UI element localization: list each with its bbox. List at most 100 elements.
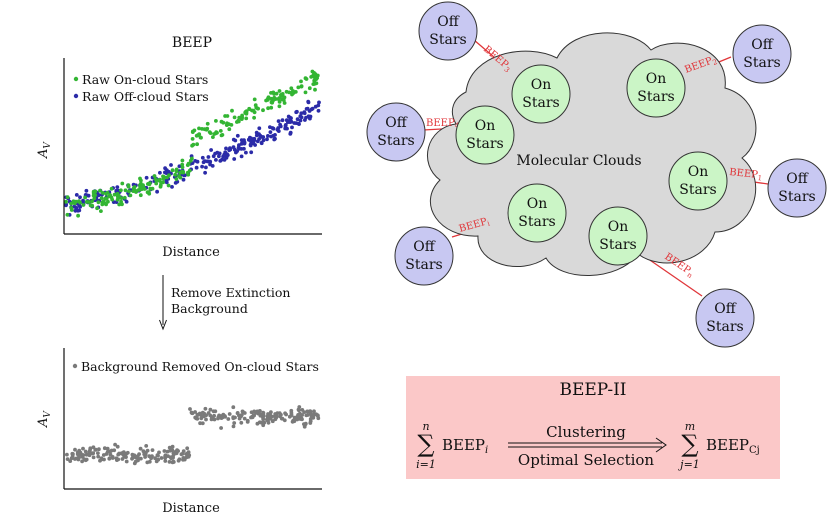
background-removed-star-point: [208, 407, 213, 412]
on-stars-node: On Stars: [511, 64, 571, 124]
on-cloud-star-point: [244, 116, 249, 121]
background-removed-star-point: [312, 409, 316, 414]
off-cloud-star-point: [242, 146, 246, 151]
on-cloud-star-point: [214, 119, 218, 123]
background-removed-star-point: [156, 453, 160, 458]
background-removed-star-point: [199, 416, 204, 421]
background-removed-star-point: [226, 417, 231, 421]
background-removed-star-point: [180, 451, 185, 456]
legend-bg-marker: [72, 363, 78, 369]
on-cloud-star-point: [170, 168, 175, 173]
on-cloud-star-point: [240, 113, 245, 118]
off-cloud-star-point: [155, 189, 160, 194]
on-cloud-star-point: [252, 97, 257, 102]
top-chart-points: [64, 69, 321, 218]
background-removed-star-point: [314, 412, 319, 417]
background-removed-star-point: [308, 419, 313, 423]
off-cloud-star-point: [257, 126, 262, 131]
background-removed-star-point: [97, 447, 101, 452]
background-removed-star-point: [241, 409, 245, 414]
off-cloud-star-point: [280, 118, 285, 123]
off-cloud-star-point: [177, 164, 182, 169]
process-arrow-label-1: Remove Extinction: [171, 285, 290, 300]
on-cloud-star-point: [81, 203, 86, 207]
on-cloud-star-point: [277, 104, 282, 109]
on-stars-circle: [668, 151, 728, 211]
background-removed-star-point: [168, 448, 173, 453]
off-cloud-star-point: [244, 150, 248, 155]
background-removed-star-point: [88, 446, 93, 451]
bottom-chart: Background Removed On-cloud Stars Distan…: [36, 348, 322, 516]
on-cloud-star-point: [199, 135, 203, 140]
off-cloud-star-point: [115, 185, 120, 190]
background-removed-star-point: [200, 421, 205, 426]
on-cloud-star-point: [174, 167, 179, 172]
on-cloud-star-point: [251, 108, 256, 113]
off-cloud-star-point: [77, 203, 82, 208]
on-cloud-star-point: [148, 186, 153, 191]
on-cloud-star-point: [303, 90, 308, 95]
link-label-beep-2-sub: 2: [712, 58, 719, 67]
on-stars-label-line2: Stars: [466, 136, 503, 152]
double-arrow-head: [655, 437, 667, 453]
on-cloud-star-point: [69, 201, 73, 206]
off-cloud-star-point: [73, 208, 78, 213]
background-removed-star-point: [270, 414, 274, 419]
beep2-box: BEEP-II n ∑ i=1 BEEPi Clustering Optimal…: [406, 376, 780, 479]
background-removed-star-point: [259, 420, 264, 425]
off-cloud-star-point: [297, 122, 301, 126]
background-removed-star-point: [227, 412, 232, 416]
off-cloud-star-point: [242, 138, 246, 143]
off-stars-label-line1: Off: [437, 14, 459, 30]
off-cloud-star-point: [316, 108, 321, 113]
off-stars-circle: [394, 226, 454, 286]
on-cloud-star-point: [313, 87, 317, 92]
on-cloud-star-point: [161, 180, 166, 185]
background-removed-star-point: [270, 419, 275, 423]
background-removed-star-point: [204, 417, 208, 422]
on-cloud-star-point: [119, 199, 123, 204]
background-removed-star-point: [120, 457, 125, 461]
off-cloud-star-point: [272, 137, 277, 142]
background-removed-star-point: [283, 411, 287, 416]
background-removed-star-point: [171, 459, 176, 464]
off-cloud-star-point: [181, 177, 186, 182]
on-stars-label-line1: On: [608, 219, 629, 235]
on-cloud-star-point: [307, 86, 312, 91]
on-cloud-star-point: [104, 191, 108, 196]
background-removed-star-point: [91, 451, 96, 456]
background-removed-star-point: [80, 459, 84, 464]
background-removed-star-point: [170, 444, 175, 449]
on-stars-circle: [455, 105, 515, 165]
on-cloud-star-point: [219, 133, 224, 138]
background-removed-star-point: [231, 405, 236, 410]
off-cloud-star-point: [195, 159, 200, 164]
on-cloud-star-point: [280, 92, 285, 96]
top-chart-ylabel: AV: [36, 141, 53, 159]
background-removed-star-point: [188, 407, 192, 411]
on-cloud-star-point: [266, 106, 270, 111]
on-cloud-star-point: [167, 173, 171, 178]
off-cloud-star-point: [163, 170, 167, 175]
off-cloud-star-point: [231, 137, 236, 142]
off-cloud-star-point: [248, 142, 253, 147]
on-cloud-star-point: [76, 213, 80, 218]
background-removed-star-point: [145, 448, 150, 453]
on-cloud-star-point: [146, 190, 151, 195]
bottom-ylabel-main: A: [36, 418, 51, 428]
on-cloud-star-point: [115, 197, 120, 202]
background-removed-star-point: [305, 413, 310, 417]
off-cloud-star-point: [124, 199, 129, 204]
on-stars-label-line2: Stars: [637, 89, 674, 105]
off-cloud-star-point: [252, 138, 257, 143]
on-cloud-star-point: [147, 182, 152, 187]
background-removed-star-point: [147, 459, 152, 464]
on-cloud-star-point: [161, 174, 165, 179]
off-stars-label-line2: Stars: [706, 319, 743, 335]
off-stars-node: Off Stars: [695, 288, 755, 348]
background-removed-star-point: [249, 410, 254, 415]
background-removed-star-point: [171, 454, 175, 459]
on-stars-group: On Stars On Stars On Stars On Stars On: [455, 58, 728, 266]
on-cloud-star-point: [120, 181, 125, 186]
beep2-title: BEEP-II: [559, 380, 627, 400]
